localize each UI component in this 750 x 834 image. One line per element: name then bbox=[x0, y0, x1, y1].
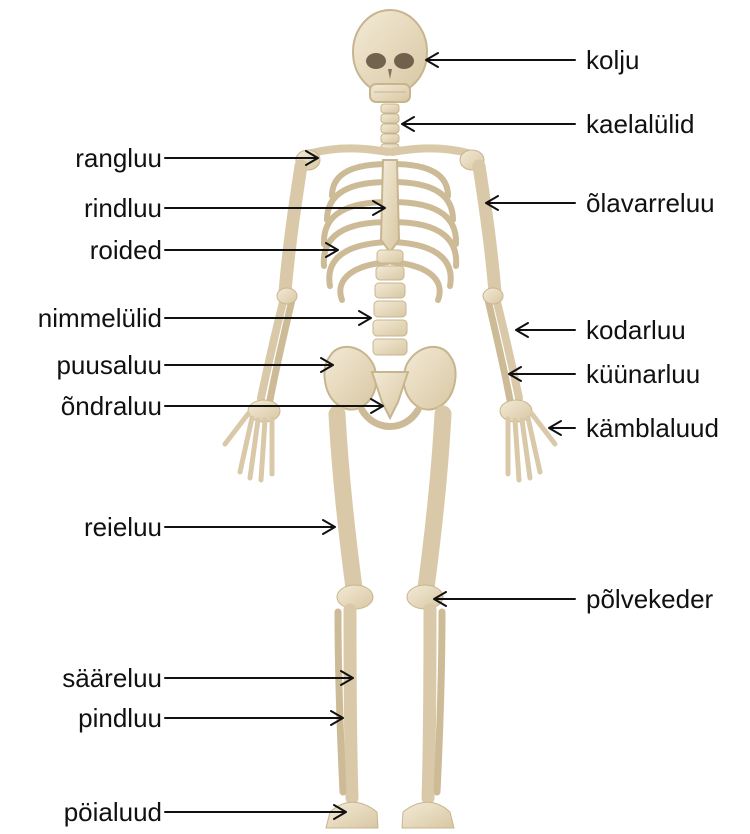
leader-polvekeder bbox=[434, 592, 575, 606]
leader-kaelalulid bbox=[402, 117, 575, 131]
leader-pindluu bbox=[165, 711, 343, 725]
label-polvekeder: põlvekeder bbox=[586, 584, 713, 614]
leader-poialuud bbox=[165, 805, 346, 819]
label-reieluu: reieluu bbox=[0, 512, 162, 542]
label-puusaluu: puusaluu bbox=[0, 350, 162, 380]
right-arm bbox=[479, 166, 555, 480]
leader-saareluu bbox=[165, 671, 353, 685]
label-ondraluu: õndraluu bbox=[0, 391, 162, 421]
cervical-vertebrae bbox=[381, 104, 399, 153]
label-kaelalulid: kaelalülid bbox=[586, 109, 694, 139]
label-rangluu: rangluu bbox=[0, 143, 162, 173]
right-leg bbox=[402, 414, 454, 828]
label-roided: roided bbox=[0, 235, 162, 265]
label-kuunarluu: küünarluu bbox=[586, 359, 700, 389]
label-kamblaluud: kämblaluud bbox=[586, 413, 719, 443]
label-rindluu: rindluu bbox=[0, 193, 162, 223]
leader-kamblaluud bbox=[549, 421, 575, 435]
label-nimmelulid: nimmelülid bbox=[0, 303, 162, 333]
label-kodarluu: kodarluu bbox=[586, 315, 686, 345]
leader-roided bbox=[165, 243, 338, 257]
left-leg bbox=[326, 414, 378, 828]
leader-rangluu bbox=[165, 151, 318, 165]
leader-kuunarluu bbox=[509, 367, 575, 381]
leader-rindluu bbox=[165, 201, 385, 215]
leader-kolju bbox=[426, 53, 575, 67]
leader-nimmelulid bbox=[165, 311, 371, 325]
leader-kodarluu bbox=[516, 323, 575, 337]
label-kolju: kolju bbox=[586, 45, 639, 75]
skull bbox=[353, 10, 427, 102]
label-pindluu: pindluu bbox=[0, 703, 162, 733]
label-saareluu: sääreluu bbox=[0, 663, 162, 693]
leader-olavarreluu bbox=[486, 196, 575, 210]
left-arm bbox=[225, 166, 301, 480]
sternum bbox=[381, 160, 399, 252]
leader-puusaluu bbox=[165, 358, 333, 372]
label-olavarreluu: õlavarreluu bbox=[586, 188, 715, 218]
leader-reieluu bbox=[165, 520, 335, 534]
label-poialuud: pöialuud bbox=[0, 797, 162, 827]
